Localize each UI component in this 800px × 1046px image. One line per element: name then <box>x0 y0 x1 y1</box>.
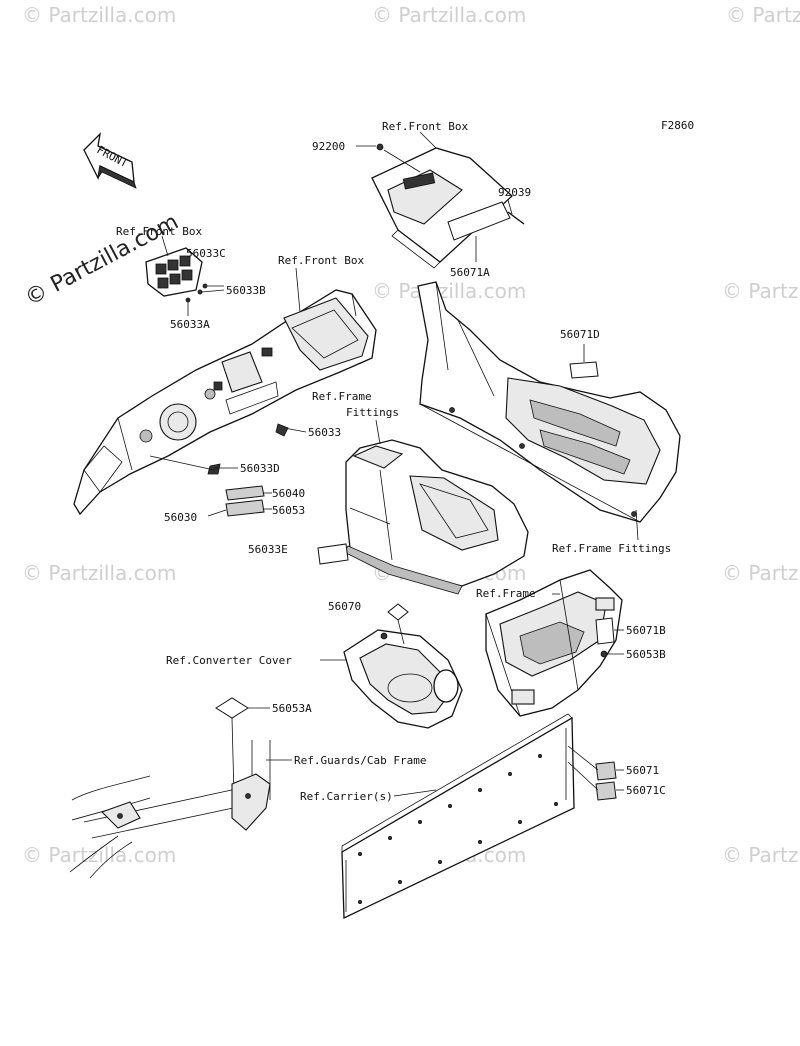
label-56033d: 56033D <box>240 462 280 475</box>
decal-56033e <box>317 543 349 565</box>
label-56030: 56030 <box>164 511 197 524</box>
frame-assembly <box>485 569 623 717</box>
label-56071b: 56071B <box>626 624 666 637</box>
part-92200 <box>376 143 384 151</box>
label-ref-carrier: Ref.Carrier(s) <box>300 790 393 803</box>
label-56040: 56040 <box>272 487 305 500</box>
decal-56071b <box>595 617 615 645</box>
decal-56070 <box>387 603 409 621</box>
decal-56053 <box>225 499 265 517</box>
decal-56053a <box>215 697 249 719</box>
dashboard-panel <box>73 289 377 516</box>
part-56033 <box>275 423 289 437</box>
label-56033a: 56033A <box>170 318 210 331</box>
label-56071c: 56071C <box>626 784 666 797</box>
part-92039 <box>507 211 525 225</box>
decal-56040 <box>225 485 265 501</box>
carrier-rivets <box>357 754 559 905</box>
watermark-tile: © Partzilla.com <box>722 843 800 867</box>
label-56071a: 56071A <box>450 266 490 279</box>
decal-56071d <box>569 361 599 379</box>
label-56033b: 56033B <box>226 284 266 297</box>
label-56033e: 56033E <box>248 543 288 556</box>
callout-labels: Ref.Front Box 92200 92039 56071A Ref.Fro… <box>116 120 671 803</box>
watermark-tile: © Partzilla.com <box>22 843 176 867</box>
label-56071: 56071 <box>626 764 659 777</box>
front-arrow-icon: FRONT <box>83 132 137 189</box>
watermark-tile: © Partzilla.com <box>722 561 800 585</box>
switch-panel <box>145 247 203 297</box>
part-56033d <box>207 463 221 475</box>
label-56071d: 56071D <box>560 328 600 341</box>
converter-cover <box>343 629 463 729</box>
label-92039: 92039 <box>498 186 531 199</box>
watermark-tile: © Partzilla.com <box>372 279 526 303</box>
label-56053b: 56053B <box>626 648 666 661</box>
carrier-panel <box>341 713 575 920</box>
figure-code: F2860 <box>661 119 694 132</box>
center-duct <box>343 439 529 595</box>
watermark-tile: © Partzilla.com <box>22 561 176 585</box>
decal-56071a <box>447 201 511 241</box>
label-ref-frame-fittings-line1: Ref.Frame <box>312 390 372 403</box>
label-ref-front-box-left: Ref.Front Box <box>116 225 202 238</box>
guards-cab-frame <box>69 740 271 879</box>
decal-56071c <box>595 781 617 801</box>
label-ref-front-box-top: Ref.Front Box <box>382 120 468 133</box>
frame-fitting-panel <box>417 281 681 523</box>
label-ref-frame-fittings-right: Ref.Frame Fittings <box>552 542 671 555</box>
watermark-tile: © Partzilla.com <box>722 279 800 303</box>
decal-56071 <box>595 761 617 781</box>
watermark-tile: © Partzilla.com <box>726 3 800 27</box>
label-ref-frame: Ref.Frame <box>476 587 536 600</box>
label-56033: 56033 <box>308 426 341 439</box>
watermark-tile: © Partzilla.com <box>372 3 526 27</box>
label-56053a: 56053A <box>272 702 312 715</box>
label-ref-front-box-mid: Ref.Front Box <box>278 254 364 267</box>
front-box-lid <box>371 147 513 269</box>
label-ref-frame-fittings-line2: Fittings <box>346 406 399 419</box>
label-56070: 56070 <box>328 600 361 613</box>
label-ref-guards: Ref.Guards/Cab Frame <box>294 754 426 767</box>
label-56033c: 56033C <box>186 247 226 260</box>
label-56053: 56053 <box>272 504 305 517</box>
watermark-tile: © Partzilla.com <box>22 3 176 27</box>
label-92200: 92200 <box>312 140 345 153</box>
label-ref-converter-cover: Ref.Converter Cover <box>166 654 292 667</box>
